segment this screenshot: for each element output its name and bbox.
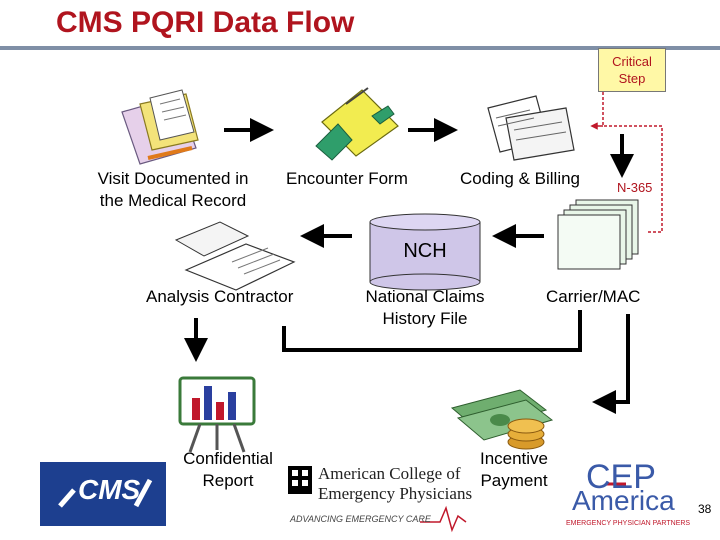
payment-label-line-1: Incentive (479, 449, 549, 468)
cms-logo-text: CMS (78, 474, 141, 505)
cep-tagline: EMERGENCY PHYSICIAN PARTNERS (566, 520, 691, 527)
acep-tagline: ADVANCING EMERGENCY CARE (290, 514, 431, 524)
billing-forms-icon (487, 95, 575, 161)
acep-line-1: American College of (318, 464, 461, 483)
coding-label: Coding & Billing (460, 169, 581, 188)
report-label: Confidential Report (170, 448, 286, 492)
critical-step-callout: Critical Step (598, 48, 666, 92)
n365-label: N-365 (617, 180, 653, 195)
report-label-line-2: Report (202, 471, 254, 490)
cep-logo-line-1: CEP (586, 458, 656, 496)
visit-label: Visit Documented in the Medical Record (78, 168, 268, 212)
encounter-label: Encounter Form (286, 169, 408, 188)
nch-database-icon (369, 213, 481, 291)
acep-logo-mark (288, 466, 467, 533)
page-title: CMS PQRI Data Flow (56, 6, 355, 39)
payment-money-icon (450, 389, 554, 450)
payment-label-line-2: Payment (480, 471, 548, 490)
encounter-form-icon (315, 87, 399, 161)
acep-logo-text: American College of Emergency Physicians (318, 464, 472, 504)
critical-step-connector (602, 92, 663, 233)
medical-record-icon (121, 89, 199, 165)
callout-line-1: Critical (612, 54, 652, 69)
cep-logo-line-2: America (572, 485, 675, 516)
acep-line-2: Emergency Physicians (318, 484, 473, 503)
nch-label-line-1: National Claims (365, 287, 485, 306)
claims-stack-icon (557, 199, 639, 270)
analysis-folder-icon (174, 221, 296, 291)
carrier-label: Carrier/MAC (546, 287, 641, 306)
slide-number: 38 (698, 502, 712, 516)
carrier-nch-bracket (282, 310, 582, 352)
payment-label: Incentive Payment (462, 448, 566, 492)
visit-label-line-1: Visit Documented in (97, 169, 249, 188)
callout-line-2: Step (618, 71, 646, 86)
visit-label-line-2: the Medical Record (99, 191, 247, 210)
nch-label-line-2: History File (382, 309, 468, 328)
report-label-line-1: Confidential (183, 449, 273, 468)
report-chart-icon (178, 376, 256, 453)
nch-label: National Claims History File (350, 286, 500, 330)
arrow-carrier-to-payment (592, 314, 630, 414)
nch-abbr: NCH (403, 240, 447, 262)
title-divider (0, 46, 720, 50)
cms-logo (40, 462, 166, 526)
analysis-label: Analysis Contractor (146, 287, 294, 306)
